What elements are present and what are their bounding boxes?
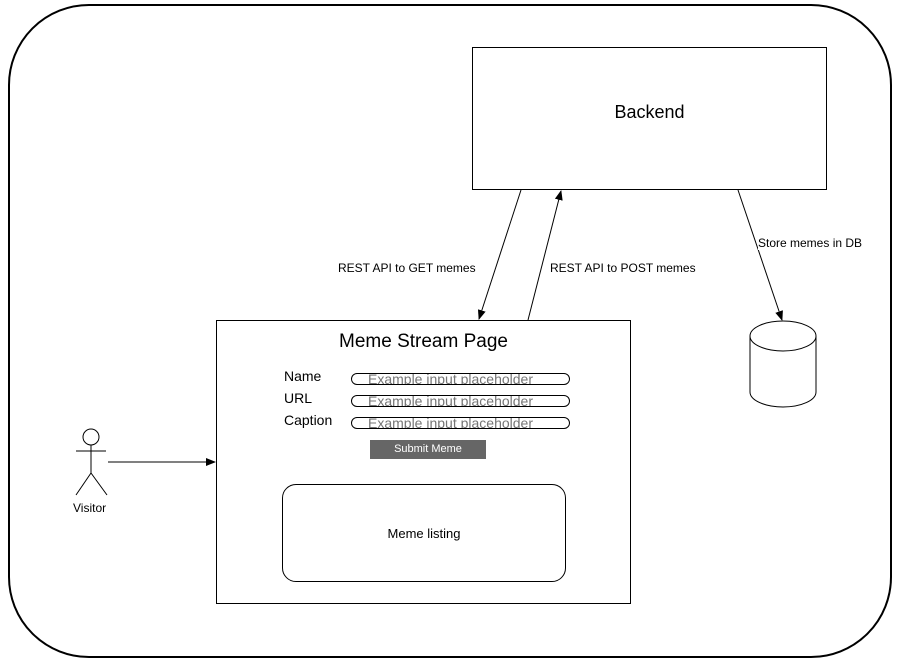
edge-post-memes bbox=[527, 190, 563, 321]
url-input[interactable] bbox=[351, 395, 570, 407]
field-label-name: Name bbox=[284, 368, 322, 384]
edge-get-memes bbox=[477, 189, 522, 320]
edge-store-memes bbox=[737, 189, 783, 321]
caption-input[interactable] bbox=[351, 417, 570, 429]
field-label-caption: Caption bbox=[284, 412, 333, 428]
meme-stream-page: Meme Stream Page Name URL Caption Submit… bbox=[216, 320, 631, 604]
backend-box: Backend bbox=[472, 47, 827, 190]
edge-label-store: Store memes in DB bbox=[758, 236, 863, 250]
database-cylinder-icon bbox=[749, 320, 817, 408]
meme-listing-panel: Meme listing bbox=[282, 484, 566, 582]
submit-meme-button[interactable]: Submit Meme bbox=[370, 440, 486, 459]
page-title: Meme Stream Page bbox=[339, 331, 508, 352]
visitor-actor-icon bbox=[75, 428, 108, 496]
edge-label-get: REST API to GET memes bbox=[338, 261, 476, 275]
field-label-url: URL bbox=[284, 390, 313, 406]
edge-label-post: REST API to POST memes bbox=[550, 261, 696, 275]
name-input[interactable] bbox=[351, 373, 570, 385]
visitor-label: Visitor bbox=[73, 501, 107, 515]
backend-title: Backend bbox=[614, 102, 685, 122]
meme-listing-label: Meme listing bbox=[387, 526, 461, 541]
